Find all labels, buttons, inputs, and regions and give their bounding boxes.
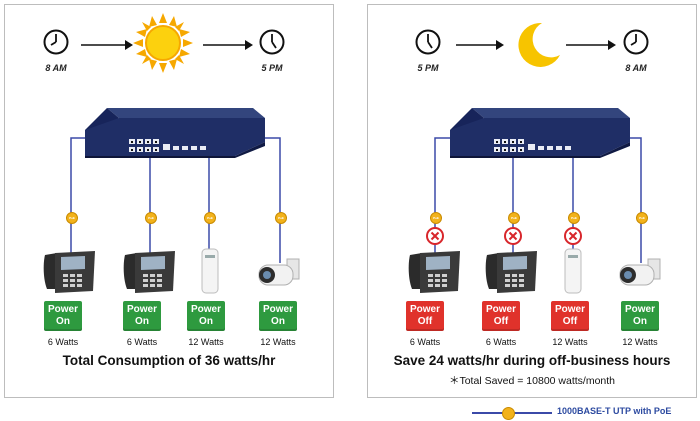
arrow-right-icon — [566, 40, 616, 50]
device-wattage: 6 Watts — [485, 337, 517, 347]
power-cut-icon — [504, 227, 522, 245]
ip-phone-icon — [123, 251, 175, 293]
poe-indicator: PoE — [508, 212, 520, 224]
savings-headline: Save 24 watts/hr during off-business hou… — [393, 353, 671, 368]
poe-indicator: PoE — [66, 212, 78, 224]
start-time: 5 PM — [417, 63, 439, 73]
device-wattage: 12 Watts — [552, 337, 588, 347]
clock-icon — [623, 29, 649, 55]
start-time: 8 AM — [45, 63, 67, 73]
clock-icon — [415, 29, 441, 55]
arrow-right-icon — [81, 40, 133, 50]
poe-indicator: PoE — [145, 212, 157, 224]
access-point-icon — [201, 248, 219, 294]
device-wattage: 6 Watts — [409, 337, 441, 347]
legend-label: 1000BASE-T UTP with PoE — [557, 406, 672, 416]
clock-icon — [43, 29, 69, 55]
device-wattage: 6 Watts — [47, 337, 79, 347]
power-cut-icon — [426, 227, 444, 245]
ip-phone-icon — [408, 251, 460, 293]
device-wattage: 6 Watts — [126, 337, 158, 347]
poe-indicator: PoE — [636, 212, 648, 224]
end-time: 5 PM — [261, 63, 283, 73]
device-wattage: 12 Watts — [622, 337, 658, 347]
arrow-right-icon — [456, 40, 504, 50]
sun-icon — [133, 13, 193, 73]
access-point-icon — [564, 248, 582, 294]
poe-switch-icon — [85, 108, 265, 158]
clock-icon — [259, 29, 285, 55]
poe-indicator: PoE — [275, 212, 287, 224]
monthly-savings-note: ＊Total Saved = 10800 watts/month — [448, 375, 616, 387]
nighttime-panel: 5 PM 8 AM PoE PoE PoE PoE — [367, 4, 697, 398]
ip-camera-icon — [619, 258, 661, 286]
poe-indicator: PoE — [430, 212, 442, 224]
daytime-panel: 8 AM 5 PM — [4, 4, 334, 398]
ip-phone-icon — [485, 251, 537, 293]
ip-phone-icon — [43, 251, 95, 293]
end-time: 8 AM — [625, 63, 647, 73]
poe-indicator: PoE — [204, 212, 216, 224]
power-cut-icon — [564, 227, 582, 245]
poe-switch-icon — [450, 108, 630, 158]
device-wattage: 12 Watts — [188, 337, 224, 347]
moon-icon — [518, 22, 560, 67]
device-wattage: 12 Watts — [260, 337, 296, 347]
ip-camera-icon — [258, 258, 300, 286]
arrow-right-icon — [203, 40, 253, 50]
legend-poe-icon — [502, 407, 515, 420]
poe-indicator: PoE — [568, 212, 580, 224]
consumption-headline: Total Consumption of 36 watts/hr — [62, 353, 276, 368]
